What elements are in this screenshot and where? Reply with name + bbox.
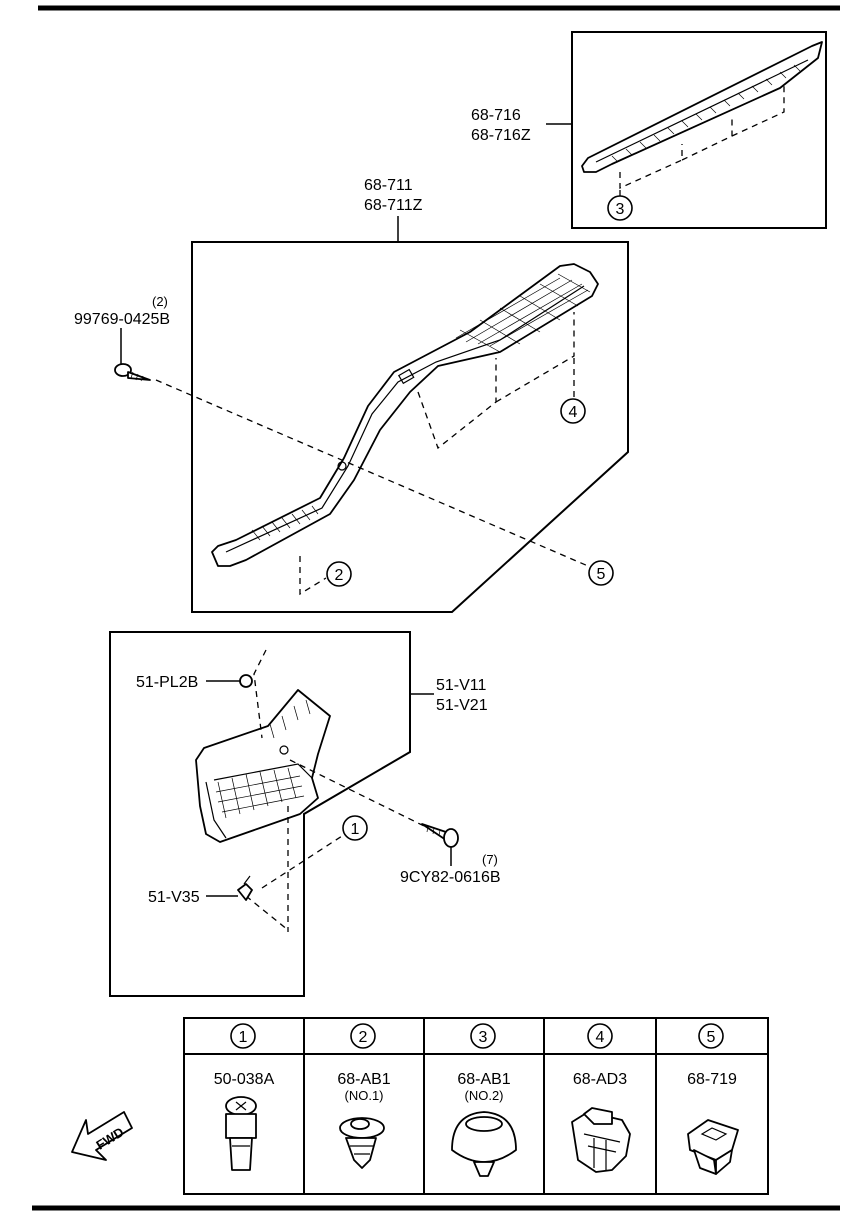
lower-trim-hole	[279, 745, 289, 755]
table-code-1: 50-038A	[214, 1071, 275, 1088]
scuff-plate-slot	[397, 368, 415, 385]
step-plate-rear-ribs	[611, 64, 801, 163]
table-code-3: 68-AB1	[457, 1071, 510, 1088]
table-code-2: 68-AB1	[337, 1071, 390, 1088]
scuff-plate-part[interactable]	[211, 263, 599, 567]
scuff-plate-inner-edge	[225, 285, 585, 553]
table-note-2: (NO.1)	[345, 1088, 384, 1103]
table-header-5-circle	[698, 1023, 724, 1049]
callout-4-label: 4	[569, 404, 578, 421]
fastener-3-clip-icon	[451, 1111, 517, 1177]
lower-trim-screw-line	[289, 759, 425, 827]
table-header-4: 4	[596, 1029, 605, 1046]
screw-bottom[interactable]	[421, 823, 459, 848]
leader-callout-1	[245, 806, 343, 932]
scuff-plate-box	[191, 241, 629, 613]
table-header-1-circle	[230, 1023, 256, 1049]
step-plate-rear-group: 3 68-716 68-716Z	[471, 31, 827, 229]
fastener-2-clip-icon	[339, 1117, 385, 1169]
scuff-plate-mesh	[455, 273, 591, 353]
lower-trim-group: 51-V11 51-V21 51-PL2B (7) 9CY82-0616B 1	[109, 631, 501, 997]
callout-3-label: 3	[616, 201, 625, 218]
table-code-4: 68-AD3	[573, 1071, 627, 1088]
callout-1-label: 1	[351, 821, 360, 838]
leader-callout-2	[299, 556, 327, 596]
table-header-5: 5	[707, 1029, 716, 1046]
table-header-4-circle	[587, 1023, 613, 1049]
step-plate-rear-code1: 68-716	[471, 107, 521, 124]
step-plate-rear-box	[571, 31, 827, 229]
fastener-table: 1 2 3 4 5 50-038A 68-AB1 (NO.1) 68-AB1 (…	[183, 1017, 769, 1195]
lower-trim-code1: 51-V11	[436, 677, 487, 694]
screw-top[interactable]	[114, 363, 151, 382]
table-note-3: (NO.2)	[465, 1088, 504, 1103]
lower-trim-cap-line	[253, 649, 267, 739]
step-plate-rear-part[interactable]	[581, 41, 823, 173]
lower-trim-front-face	[205, 763, 313, 839]
table-header-2: 2	[359, 1029, 368, 1046]
step-plate-rear-code2: 68-716Z	[471, 127, 531, 144]
scuff-plate-hole	[337, 461, 347, 471]
fastener-4-retainer-icon	[571, 1107, 631, 1173]
callout-4	[560, 398, 586, 424]
screw-bottom-code: 9CY82-0616B	[400, 869, 501, 886]
lower-trim-box	[109, 631, 411, 997]
cap-51-PL2B[interactable]	[239, 674, 253, 688]
screw-top-qty: (2)	[152, 294, 168, 309]
scuff-plate-clip-lines	[417, 312, 575, 450]
scuff-plate-group: 68-711 68-711Z 4 2 5 (2) 99769-0425B	[74, 177, 629, 613]
table-header-2-circle	[350, 1023, 376, 1049]
leader-callout-5	[155, 379, 589, 567]
scuff-plate-front-ribs	[251, 505, 319, 541]
cap-code: 51-PL2B	[136, 674, 198, 691]
screw-bottom-qty: (7)	[482, 852, 498, 867]
callout-3	[607, 195, 633, 221]
clip-51-V35[interactable]	[237, 875, 253, 901]
table-header-1: 1	[239, 1029, 248, 1046]
lower-trim-code2: 51-V21	[436, 697, 488, 714]
callout-5	[588, 560, 614, 586]
lower-trim-upper-ribs	[269, 699, 311, 739]
callout-2	[326, 561, 352, 587]
scuff-plate-code2: 68-711Z	[364, 197, 423, 214]
fastener-5-square-retainer-icon	[687, 1119, 739, 1175]
lower-trim-grid	[215, 767, 305, 819]
callout-5-label: 5	[597, 566, 606, 583]
table-header-3: 3	[479, 1029, 488, 1046]
lower-trim-part[interactable]	[195, 689, 331, 843]
fwd-arrow-icon: FWD	[71, 1111, 133, 1161]
table-code-5: 68-719	[687, 1071, 737, 1088]
scuff-plate-code1: 68-711	[364, 177, 413, 194]
table-header-3-circle	[470, 1023, 496, 1049]
callout-2-label: 2	[335, 567, 344, 584]
clip-side-code: 51-V35	[148, 889, 200, 906]
fastener-1-rivet-icon	[225, 1096, 257, 1171]
screw-top-code: 99769-0425B	[74, 311, 170, 328]
step-plate-rear-clip-lines	[619, 86, 785, 190]
callout-1	[342, 815, 368, 841]
step-plate-rear-ridge	[595, 59, 809, 163]
